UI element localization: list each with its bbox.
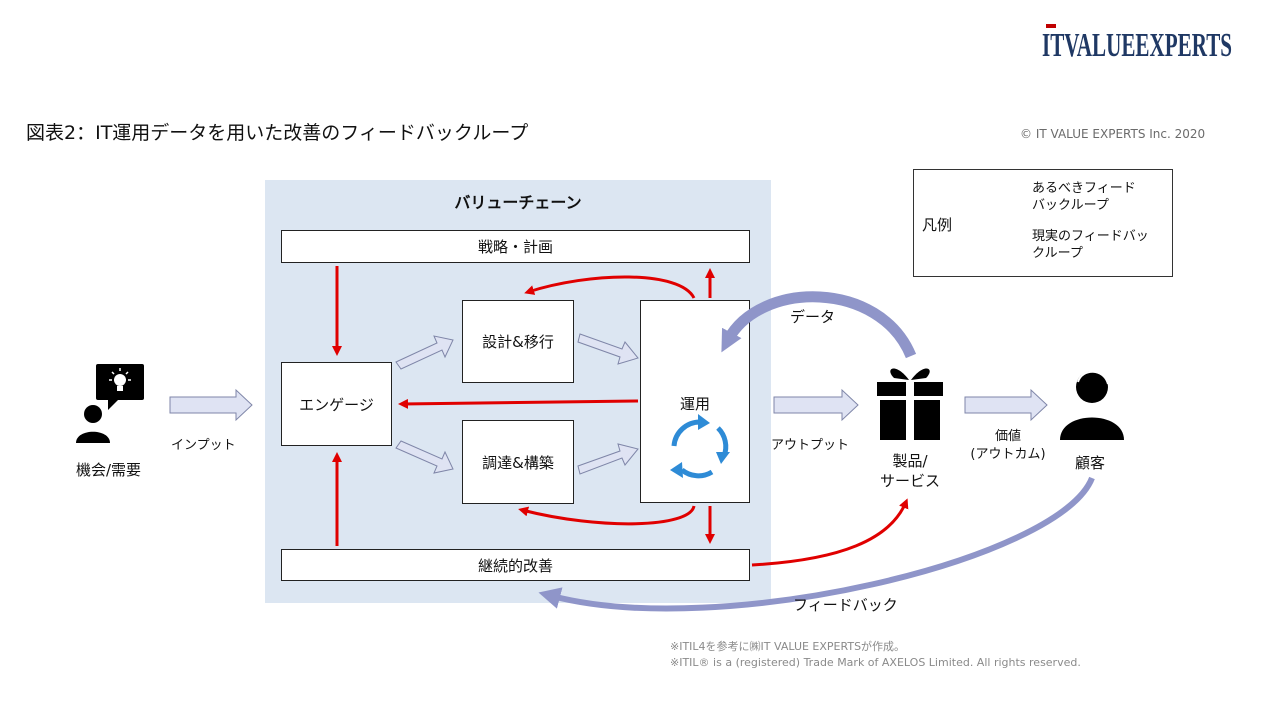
output-label: アウトプット	[771, 438, 850, 453]
product-service-label: 製品/ サービス	[866, 451, 954, 491]
design-to-operate-arrow	[577, 333, 639, 365]
value-arrow	[964, 388, 1048, 422]
legend-ideal-line1: あるべきフィード	[1032, 181, 1136, 196]
activity-design-transition: 設計&移行	[462, 300, 574, 383]
value-label-line1: 価値	[994, 429, 1021, 444]
obtain-to-operate-arrow	[577, 443, 639, 475]
customer-label: 顧客	[1075, 454, 1106, 472]
legend-box	[913, 169, 1173, 277]
legend-actual-line1: 現実のフィードバッ	[1032, 229, 1149, 244]
legend-actual-line2: クループ	[1032, 246, 1083, 261]
activity-improve: 継続的改善	[281, 549, 750, 581]
engage-to-obtain-arrow	[395, 440, 454, 474]
operate-to-design-arrow	[524, 275, 696, 299]
gift-icon	[877, 368, 943, 440]
lightbulb-icon	[96, 364, 144, 410]
customer-feedback-arrow	[538, 476, 1095, 612]
opportunity-label: 機会/需要	[76, 461, 142, 479]
value-label: 価値 (アウトカム)	[962, 428, 1054, 464]
footnote-trademark: ※ITIL® is a (registered) Trade Mark of A…	[670, 656, 1081, 669]
legend-ideal-line2: バックループ	[1032, 198, 1109, 213]
output-arrow	[773, 388, 859, 422]
input-label: インプット	[171, 438, 236, 453]
footnote-source: ※ITIL4を参考に㈱IT VALUE EXPERTSが作成。	[670, 640, 906, 653]
input-arrow	[169, 388, 253, 422]
product-label-line2: サービス	[879, 472, 940, 490]
customer-icon	[1060, 371, 1124, 440]
activity-operate-label: 運用	[679, 395, 710, 413]
value-chain-title: バリューチェーン	[454, 193, 582, 212]
data-label: データ	[790, 308, 836, 326]
legend-title: 凡例	[922, 216, 953, 234]
operate-to-engage-arrow	[398, 398, 639, 409]
activity-obtain-build: 調達&構築	[462, 420, 574, 504]
improve-to-product-arrow	[751, 498, 909, 567]
activity-plan: 戦略・計画	[281, 230, 750, 263]
operate-to-obtain-arrow	[518, 505, 696, 526]
company-logo: ITVALUEEXPERTS	[1038, 20, 1238, 64]
data-feedback-arrow	[721, 291, 917, 359]
copyright-notice: © IT VALUE EXPERTS Inc. 2020	[1020, 127, 1206, 141]
legend-ideal-text: あるべきフィード バックループ	[1032, 180, 1136, 214]
legend-actual-text: 現実のフィードバッ クループ	[1032, 228, 1149, 262]
person-icon	[76, 405, 110, 443]
activity-engage: エンゲージ	[281, 362, 392, 446]
figure-title: 図表2：IT運用データを用いた改善のフィードバックループ	[26, 122, 529, 144]
engage-to-design-arrow	[395, 335, 454, 370]
svg-text:ITVALUEEXPERTS: ITVALUEEXPERTS	[1042, 27, 1232, 64]
flow-block-arrows	[169, 333, 1048, 475]
value-label-line2: (アウトカム)	[970, 447, 1046, 462]
product-label-line1: 製品/	[892, 452, 928, 470]
feedback-label: フィードバック	[793, 596, 898, 614]
